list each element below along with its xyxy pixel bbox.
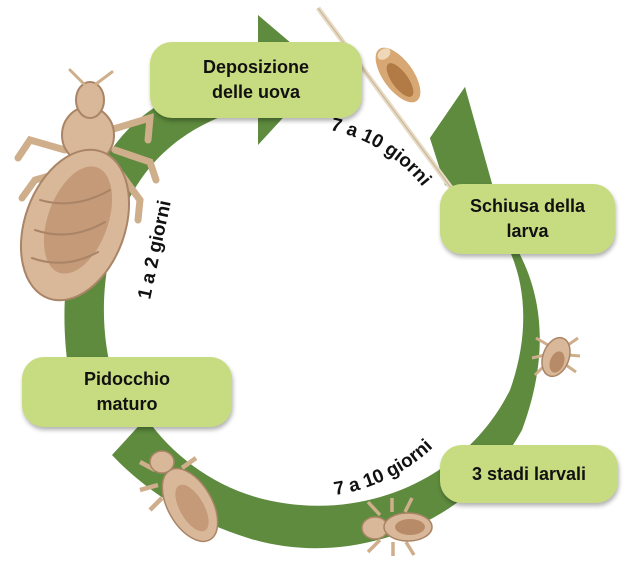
larva-icon	[532, 334, 580, 380]
adult-louse-icon	[1, 70, 156, 315]
stage-larva-hatching: Schiusa della larva	[440, 184, 615, 254]
duration-label-top: 7 a 10 giorni	[329, 114, 435, 190]
stage-mature-louse: Pidocchio maturo	[22, 357, 232, 427]
stage-larval-instars: 3 stadi larvali	[440, 445, 618, 503]
stage-mature-louse-line1: Pidocchio	[84, 367, 170, 392]
stage-larva-hatching-line2: larva	[470, 219, 585, 244]
stage-mature-louse-line2: maturo	[84, 392, 170, 417]
stage-egg-laying: Deposizione delle uova	[150, 42, 362, 118]
stage-egg-laying-line2: delle uova	[203, 80, 309, 105]
stage-larval-instars-line1: 3 stadi larvali	[472, 462, 586, 487]
stage-egg-laying-line1: Deposizione	[203, 55, 309, 80]
stage-larva-hatching-line1: Schiusa della	[470, 194, 585, 219]
